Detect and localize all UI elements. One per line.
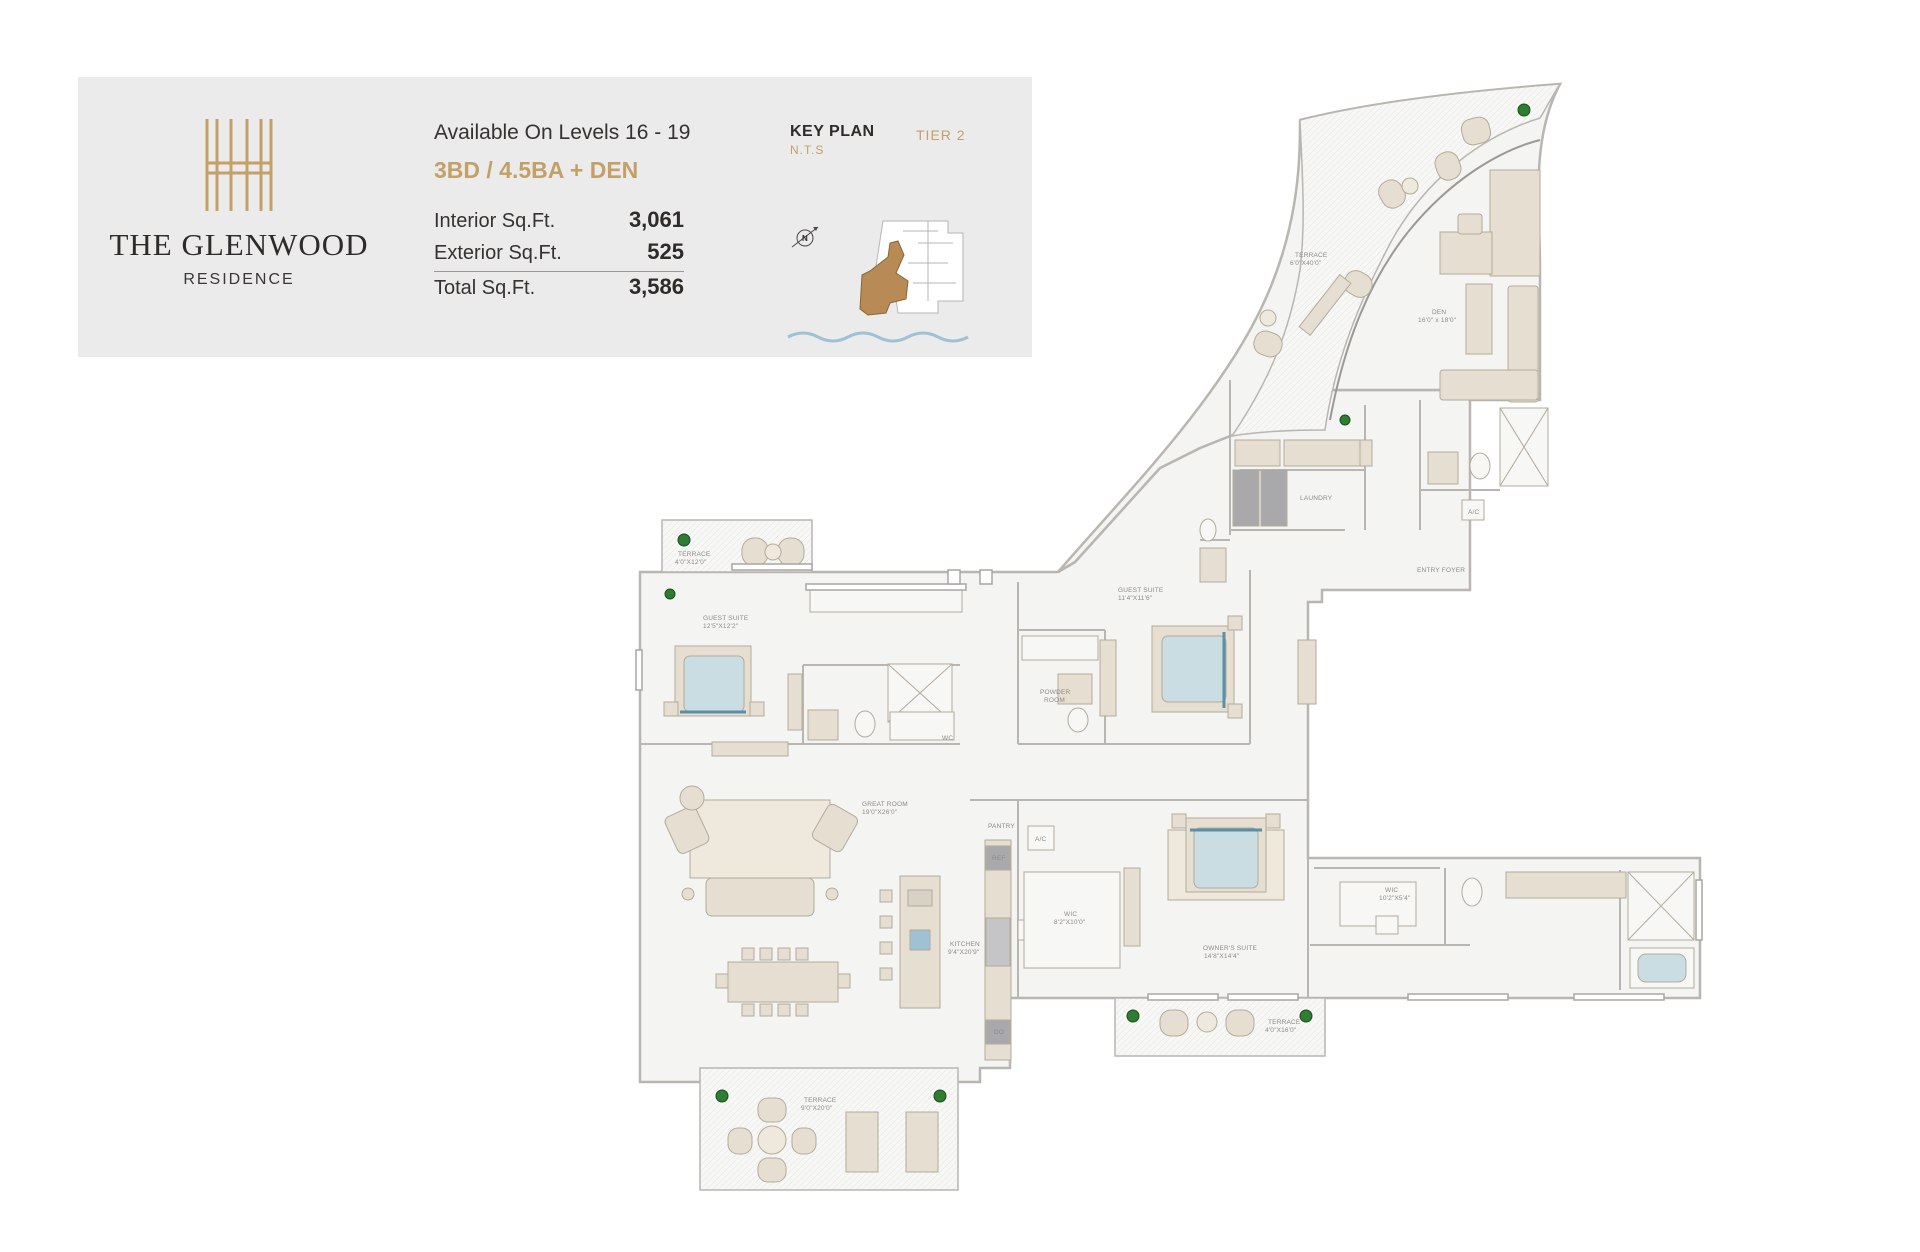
guest-suite-1-dim: 12'5"X12'2" [703,623,739,630]
guest-suite-1-furniture [663,583,963,757]
brand-logo: THE GLENWOOD RESIDENCE [78,117,400,289]
den-window-wall [1329,231,1409,421]
terrace-den-label: TERRACE [1295,252,1328,259]
brand-subtitle: RESIDENCE [183,271,295,288]
den-curved-terrace [1230,83,1562,438]
den-label: DEN [1432,309,1446,316]
terrace-nw-dim: 4'0"X12'0" [675,559,707,566]
ref-label: REF [992,855,1006,862]
terrace-owner [1114,997,1326,1057]
interior-sqft-value: 3,061 [628,207,684,232]
sqft-table: Interior Sq.Ft. 3,061 Exterior Sq.Ft. 52… [434,207,684,306]
availability-text: Available On Levels 16 - 19 [434,121,691,144]
wic-2-dim: 10'2"X5'4" [1379,895,1411,902]
guest-suite-1-label: GUEST SUITE [703,615,749,622]
window-markers [635,563,1703,1001]
key-plan-nts: N.T.S [790,143,825,157]
laundry-fixtures [1199,439,1373,583]
powder-room-label-2: ROOM [1044,697,1065,704]
key-plan-tier: TIER 2 [916,127,966,143]
den-dim: 16'0" x 18'0" [1418,317,1457,324]
den-sliding-door [1407,139,1541,233]
den-terrace-furniture [1253,116,1492,358]
kitchen-label: KITCHEN [950,941,980,948]
great-room-dim: 19'0"X26'0" [862,809,898,816]
wic-1-label: WIC [1064,911,1077,918]
pantry-label: PANTRY [988,823,1015,830]
ac-entry-label: A/C [1468,509,1480,516]
compass-icon: N [791,226,819,248]
guest-suite-2-dim: 11'4"X11'6" [1118,595,1153,602]
entry-foyer-label: ENTRY FOYER [1417,567,1465,574]
den-furniture [1439,169,1541,403]
terrace-owner-dim: 4'0"X16'0" [1265,1027,1297,1034]
wc-label: WC [942,735,953,742]
key-plan: N KEY PLAN N.T.S TIER 2 [778,123,1008,343]
ac-kitchen-label: A/C [1035,836,1047,843]
great-room-furniture [664,785,859,1017]
compass-letter: N [802,234,808,243]
interior-sqft-row: Interior Sq.Ft. 3,061 [434,207,684,239]
unit-highlight [859,240,909,316]
laundry-label: LAUNDRY [1300,495,1333,502]
terrace-owner-label: TERRACE [1268,1019,1301,1026]
wic-1-dim: 8'2"X10'0" [1054,919,1086,926]
terrace-nw-furniture [741,537,805,567]
total-sqft-value: 3,586 [628,274,684,299]
owners-suite-label: OWNER'S SUITE [1203,945,1258,952]
owner-bath-fixtures [1339,871,1695,989]
key-plan-drawing: N [787,220,969,343]
exterior-sqft-row: Exterior Sq.Ft. 525 [434,239,684,271]
terrace-great-label: TERRACE [804,1097,837,1104]
owners-suite-furniture [1023,813,1285,969]
kitchen-furniture [879,825,1055,1061]
wic-2-label: WIC [1385,887,1398,894]
glenwood-monogram-icon [205,119,273,211]
plant-icons [664,103,1531,1103]
info-panel: THE GLENWOOD RESIDENCE Available On Leve… [78,77,1032,357]
brand-name: THE GLENWOOD [109,227,369,262]
water-waves [787,331,969,343]
do-label: DO [994,1029,1004,1036]
terrace-nw-label: TERRACE [678,551,711,558]
entry-bath-fixtures [1427,407,1549,521]
key-plan-title: KEY PLAN [790,123,875,140]
terrace-den-dim: 6'0"X40'0" [1290,260,1322,267]
exterior-sqft-label: Exterior Sq.Ft. [434,242,562,264]
room-labels: TERRACE 6'0"X40'0" DEN 16'0" x 18'0" LAU… [675,252,1465,1112]
unit-type: 3BD / 4.5BA + DEN [434,157,639,183]
terrace-great-furniture [727,1097,939,1183]
kitchen-dim: 9'4"X20'9" [948,949,980,956]
exterior-sqft-value: 525 [647,239,684,264]
terrace-owner-furniture [1159,1009,1255,1037]
total-sqft-row: Total Sq.Ft. 3,586 [434,271,684,306]
great-room-label: GREAT ROOM [862,801,908,808]
powder-room-label-1: POWDER [1040,689,1071,696]
guest-suite-2-label: GUEST SUITE [1118,587,1164,594]
owners-suite-dim: 14'8"X14'4" [1204,953,1240,960]
terrace-great-dim: 9'0"X20'0" [801,1105,833,1112]
interior-sqft-label: Interior Sq.Ft. [434,210,556,232]
guest-suite-2-furniture [1021,615,1317,733]
total-sqft-label: Total Sq.Ft. [434,277,536,299]
